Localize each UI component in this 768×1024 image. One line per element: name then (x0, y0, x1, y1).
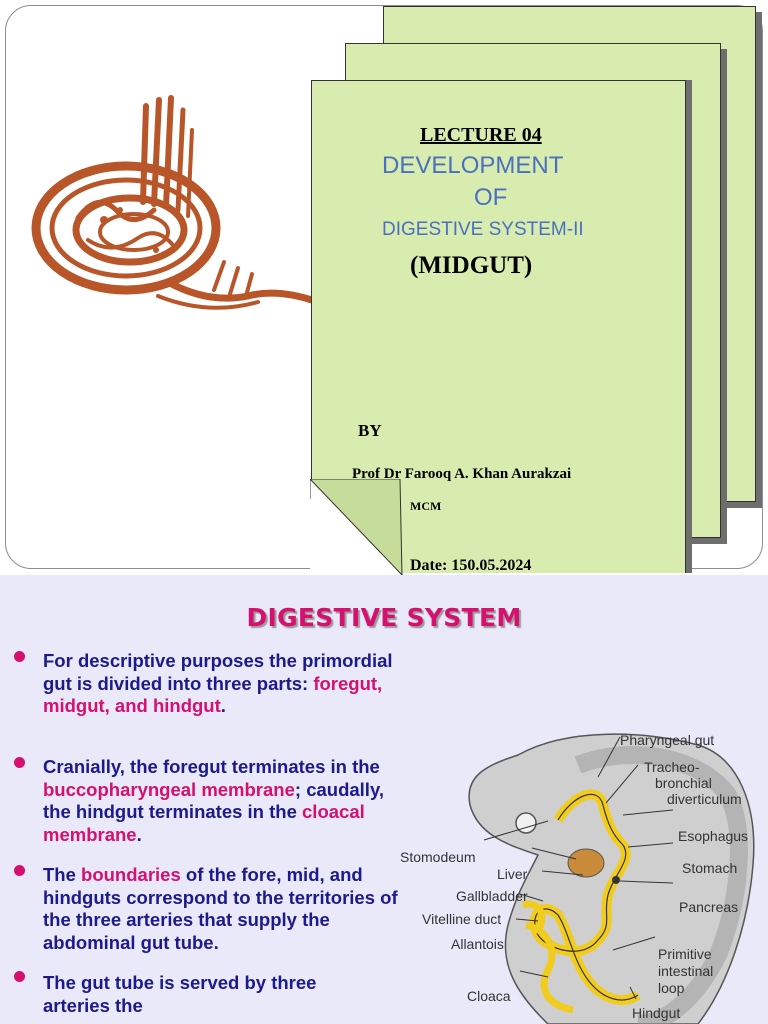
label-pharyngeal-gut: Pharyngeal gut (620, 732, 715, 748)
lecture-date: Date: 150.05.2024 (410, 557, 532, 574)
bullet-marker (14, 971, 25, 982)
label-tracheo-3: diverticulum (667, 791, 742, 807)
subtitle: (MIDGUT) (410, 252, 533, 279)
bismillah-calligraphy-image (31, 95, 318, 310)
label-tracheo-1: Tracheo- (644, 759, 700, 775)
label-stomach: Stomach (682, 860, 738, 876)
lecture-number: LECTURE 04 (420, 124, 542, 146)
label-esophagus: Esophagus (678, 828, 749, 844)
label-tracheo-2: bronchial (655, 775, 712, 791)
embryo-illustration (468, 733, 755, 1024)
embryo-gut-diagram: Pharyngeal gut Tracheo- bronchial divert… (398, 725, 768, 1024)
by-label: BY (358, 421, 382, 440)
label-hindgut: Hindgut (632, 1005, 681, 1021)
label-gallbladder: Gallbladder (456, 888, 528, 904)
title-line-2: OF (474, 184, 508, 211)
label-liver: Liver (497, 866, 528, 882)
slide-title: DIGESTIVE SYSTEM (246, 603, 522, 632)
label-primitive-1: Primitive (658, 946, 712, 962)
label-primitive-2: intestinal (658, 963, 714, 979)
bullet-text-2: Cranially, the foregut terminates in the… (43, 756, 384, 845)
bullet-marker (14, 757, 25, 768)
label-allantois: Allantois (451, 936, 504, 952)
label-cloaca: Cloaca (467, 988, 511, 1004)
label-stomodeum: Stomodeum (400, 849, 476, 865)
title-line-1: DEVELOPMENT (382, 152, 564, 179)
label-primitive-3: loop (658, 980, 685, 996)
bullet-marker (14, 651, 25, 662)
label-pancreas: Pancreas (679, 899, 739, 915)
bullet-text-3: The boundaries of the fore, mid, and hin… (43, 864, 398, 953)
title-line-3: DIGESTIVE SYSTEM-II (382, 219, 584, 240)
author-name: Prof Dr Farooq A. Khan Aurakzai (352, 466, 572, 482)
title-slide: LECTURE 04 DEVELOPMENT OF DIGESTIVE SYST… (5, 5, 763, 575)
page-fold-corner (310, 479, 403, 575)
author-credential: MCM (410, 499, 442, 513)
bullet-text-1: For descriptive purposes the primordial … (43, 650, 393, 716)
label-vitelline-duct: Vitelline duct (422, 911, 502, 927)
bullet-marker (14, 865, 25, 876)
bullet-text-4: The gut tube is served by three arteries… (43, 972, 317, 1016)
content-slide: DIGESTIVE SYSTEM For descriptive purpose… (0, 575, 768, 1024)
